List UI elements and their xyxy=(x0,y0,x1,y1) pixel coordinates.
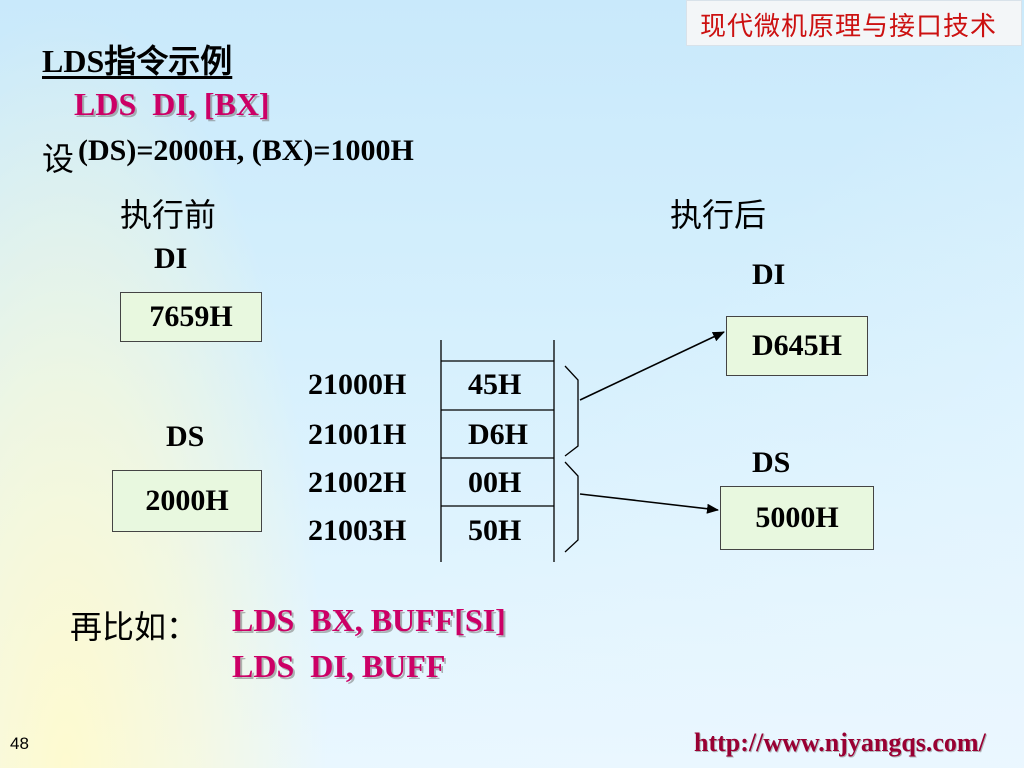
after-di-label: DI xyxy=(752,258,786,291)
before-di-label: DI xyxy=(154,242,188,275)
instruction-example: LDS DI, [BX] xyxy=(74,86,270,122)
memory-value: 45H xyxy=(468,368,522,401)
memory-address: 21001H xyxy=(308,418,407,451)
memory-value: 00H xyxy=(468,466,522,499)
memory-value: D6H xyxy=(468,418,528,451)
background-glow xyxy=(0,0,330,768)
assumption-text: (DS)=2000H, (BX)=1000H xyxy=(78,134,414,167)
more-example-2: LDS DI, BUFF xyxy=(232,648,446,684)
before-label: 执行前 xyxy=(120,196,217,234)
website-url: http://www.njyangqs.com/ xyxy=(694,728,986,757)
before-di-register: 7659H xyxy=(120,292,262,342)
memory-value: 50H xyxy=(468,514,522,547)
course-title: 现代微机原理与接口技术 xyxy=(700,12,998,42)
after-label: 执行后 xyxy=(670,196,767,234)
upper-brace xyxy=(564,365,579,457)
after-ds-label: DS xyxy=(752,446,791,479)
more-example-1: LDS BX, BUFF[SI] xyxy=(232,602,506,638)
after-di-register: D645H xyxy=(726,316,868,376)
arrow-to-ds xyxy=(579,493,719,514)
memory-address: 21000H xyxy=(308,368,407,401)
arrow-to-di xyxy=(579,331,725,401)
more-examples-label: 再比如： xyxy=(70,608,199,646)
before-ds-label: DS xyxy=(166,420,205,453)
page-number: 48 xyxy=(10,734,29,753)
header-banner xyxy=(686,0,1022,46)
memory-address: 21002H xyxy=(308,466,407,499)
assumption-prefix: 设 xyxy=(42,140,75,178)
after-ds-register: 5000H xyxy=(720,486,874,550)
slide-title: LDS指令示例 xyxy=(42,43,233,79)
memory-address: 21003H xyxy=(308,514,407,547)
before-ds-register: 2000H xyxy=(112,470,262,532)
lower-brace xyxy=(564,461,579,553)
